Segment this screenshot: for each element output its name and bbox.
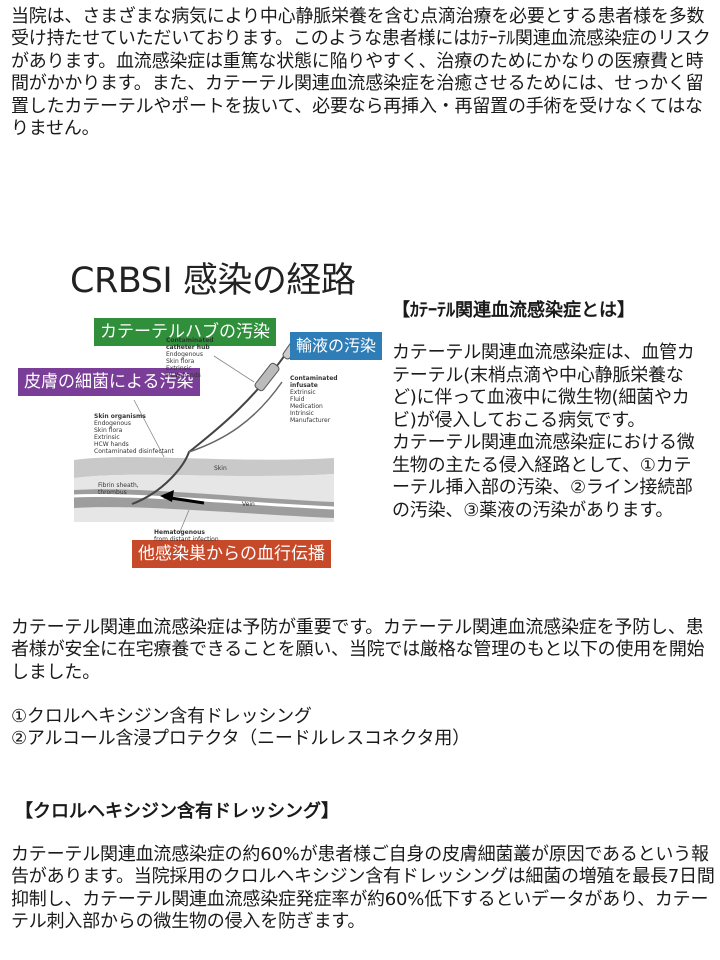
catheter-line-2 <box>188 381 283 453</box>
vein-label: Vein <box>242 501 255 508</box>
skin-en-items: Endogenous Skin flora Extrinsic HCW hand… <box>94 420 174 455</box>
hub-en-items: Endogenous Skin flora Extrinsic HCW hand… <box>166 351 203 379</box>
skin-layer <box>74 457 334 478</box>
skin-bacteria-tag: 皮膚の細菌による汚染 <box>18 368 200 396</box>
flow-arrow-head <box>160 490 174 502</box>
hematogenous-tag: 他感染巣からの血行伝播 <box>132 540 331 568</box>
catheter-hub <box>254 362 280 392</box>
figure-title: CRBSI 感染の経路 <box>70 261 356 301</box>
dressing-section-body: カテーテル関連血流感染症の約60%が患者様ご自身の皮膚細菌叢が原因であるという報… <box>11 844 715 933</box>
fibrin-label: Fibrin sheath, thrombus <box>98 482 139 496</box>
hub-contamination-tag: カテーテルハブの汚染 <box>94 318 276 346</box>
skin-layer-label: Skin <box>214 465 227 472</box>
infusate-contamination-tag: 輸液の汚染 <box>290 332 383 360</box>
vein-lumen <box>73 493 335 510</box>
side-section-title: 【ｶﾃｰﾃﾙ関連血流感染症とは】 <box>392 300 635 321</box>
skin-en-title: Skin organisms <box>94 413 146 420</box>
crbsi-route-figure: CRBSI 感染の経路 カテーテルハブの汚染 輸液の汚染 皮膚の細菌による汚染 … <box>14 252 383 582</box>
dressing-section-title: 【クロルヘキシジン含有ドレッシング】 <box>15 801 339 822</box>
infusate-en-items: Extrinsic Fluid Medication Intrinsic Man… <box>290 389 331 424</box>
infusate-en-title: Contaminated infusate <box>290 375 338 389</box>
item-list: ①クロルヘキシジン含有ドレッシング ②アルコール含浸プロテクタ（ニードルレスコネ… <box>11 706 470 750</box>
side-section-body: カテーテル関連血流感染症は、血管カテーテル(末梢点滴や中心静脈栄養など)に伴って… <box>392 342 695 521</box>
prevention-paragraph: カテーテル関連血流感染症は予防が重要です。カテーテル関連血流感染症を予防し、患者… <box>11 617 705 683</box>
intro-paragraph: 当院は、さまざまな病気により中心静脈栄養を含む点滴治療を必要とする患者様を多数受… <box>11 6 711 140</box>
hematogenous-en-sub: from distant infection <box>154 536 219 543</box>
hematogenous-en-title: Hematogenous <box>154 529 205 536</box>
catheter-illustration <box>73 336 335 535</box>
hub-en-title: Contaminated catheter hub <box>166 337 214 351</box>
